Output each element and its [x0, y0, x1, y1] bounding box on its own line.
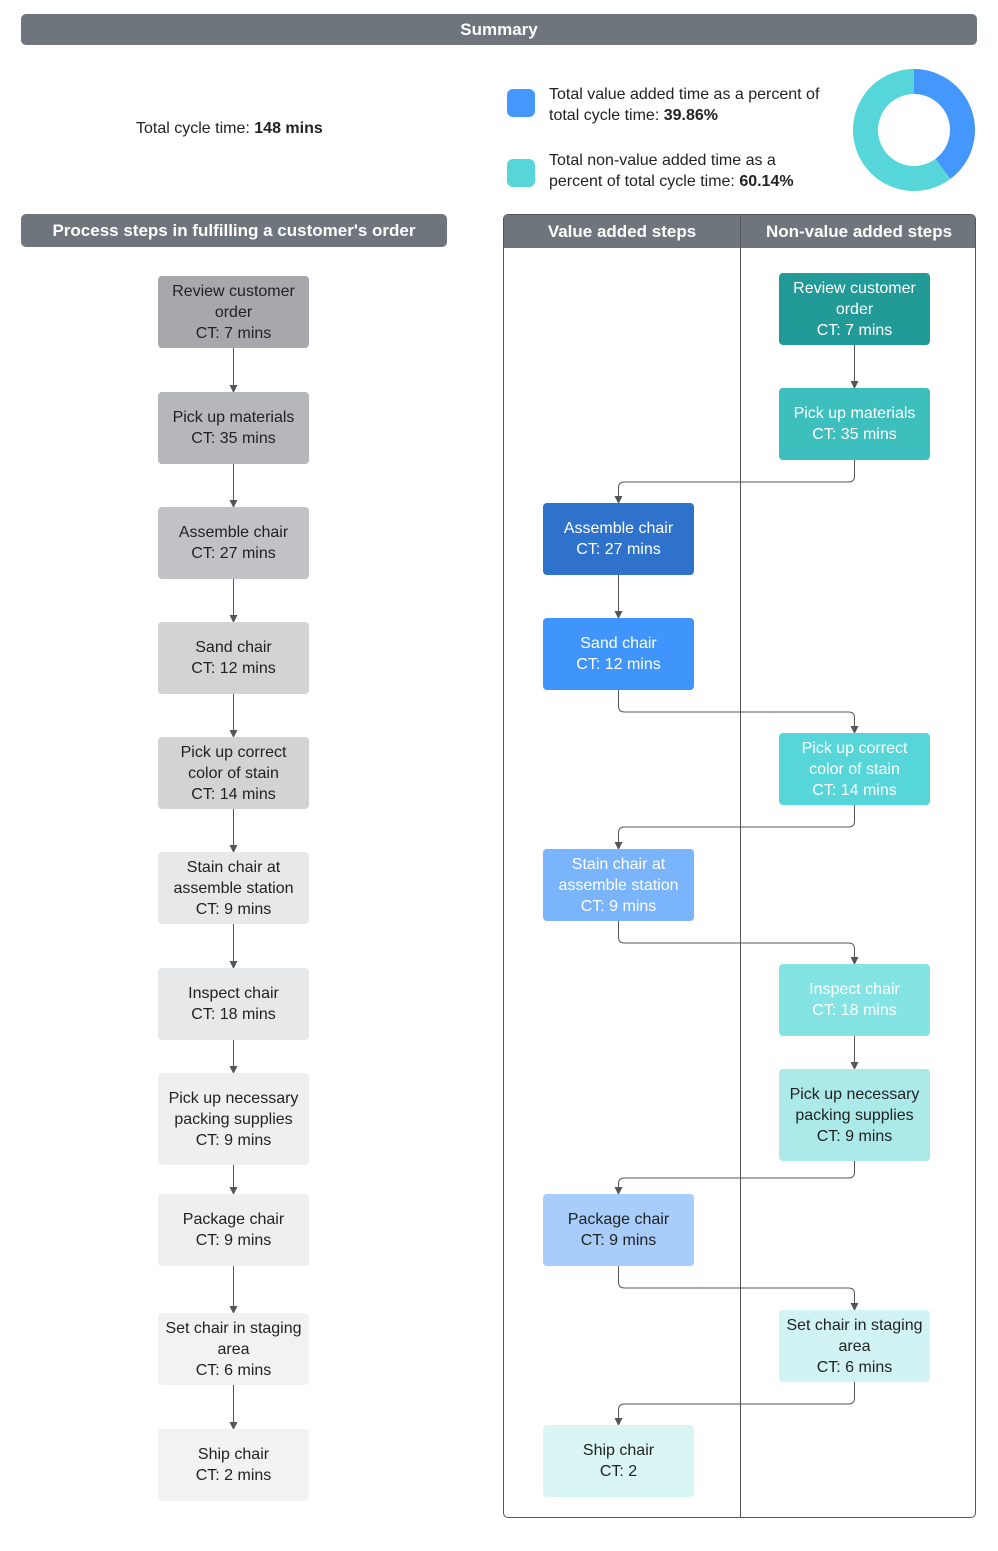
donut-chart: [853, 69, 975, 191]
swimlane-step-cycle-time: CT: 2: [599, 1463, 638, 1480]
process-step-name: Pick up correct color of stain: [180, 743, 287, 782]
total-cycle-value: 148 mins: [254, 120, 323, 137]
total-cycle-label: Total cycle time:: [136, 120, 250, 137]
swimlane-step-name: Assemble chair: [563, 520, 674, 537]
value-added-lane-title: Value added steps: [547, 221, 697, 241]
value-added-swatch: [507, 89, 535, 117]
swimlane-step-name: Stain chair at assemble station: [558, 855, 679, 894]
non-value-added-legend: Total non-value added time as a percent …: [549, 150, 829, 192]
process-step-cycle-time: CT: 18 mins: [191, 1006, 276, 1023]
process-step-cycle-time: CT: 6 mins: [195, 1361, 272, 1379]
swimlane-step-name: Sand chair: [580, 635, 657, 652]
swimlane-step-name: Pick up necessary packing supplies: [789, 1085, 920, 1124]
swimlane-step-cycle-time: CT: 6 mins: [816, 1358, 893, 1376]
swimlane-step-cycle-time: CT: 12 mins: [576, 656, 661, 673]
process-step-name: Review customer order: [172, 282, 295, 321]
summary-header: Summary: [21, 14, 977, 45]
process-steps-title: Process steps in fulfilling a customer's…: [52, 220, 416, 240]
non-value-added-percent: 60.14%: [739, 173, 794, 190]
value-added-lane-header: Value added steps: [504, 215, 740, 248]
swimlane-step-name: Set chair in staging area: [786, 1316, 923, 1355]
non-value-added-swatch: [507, 159, 535, 187]
process-step-cycle-time: CT: 7 mins: [195, 324, 272, 342]
process-step-cycle-time: CT: 12 mins: [191, 660, 276, 677]
process-step-cycle-time: CT: 2 mins: [195, 1467, 272, 1484]
process-step-cycle-time: CT: 9 mins: [195, 1232, 272, 1249]
swimlane-step-cycle-time: CT: 14 mins: [812, 781, 897, 799]
swimlane-connector: [618, 921, 859, 965]
process-step-name: Ship chair: [197, 1446, 270, 1463]
process-step-name: Package chair: [182, 1211, 285, 1228]
process-step-name: Inspect chair: [188, 985, 279, 1002]
swimlane-step-cycle-time: CT: 9 mins: [816, 1127, 893, 1145]
swimlane-step-cycle-time: CT: 7 mins: [816, 321, 893, 339]
process-step-name: Assemble chair: [178, 524, 289, 541]
swimlane-step-name: Review customer order: [793, 279, 916, 318]
swimlane-connector: [618, 1266, 859, 1311]
swimlane-connector: [614, 805, 855, 850]
value-added-legend: Total value added time as a percent of t…: [549, 84, 839, 126]
swimlane-step-cycle-time: CT: 27 mins: [576, 541, 661, 558]
swimlane-step-cycle-time: CT: 9 mins: [580, 1232, 657, 1249]
swimlane-container: Value added steps Non-value added steps: [503, 214, 976, 1518]
non-value-added-label: Total non-value added time as a percent …: [549, 152, 776, 190]
swimlane-step-name: Inspect chair: [809, 981, 900, 998]
non-value-added-lane-title: Non-value added steps: [765, 221, 953, 241]
process-step-name: Pick up necessary packing supplies: [168, 1089, 299, 1128]
process-step-name: Stain chair at assemble station: [173, 858, 294, 897]
swimlane-connector: [614, 1161, 855, 1195]
process-step-name: Sand chair: [195, 639, 272, 656]
swimlane-step-name: Ship chair: [582, 1442, 655, 1459]
swimlane-connector: [614, 460, 855, 504]
lane-divider: [740, 215, 741, 1517]
swimlane-connector: [618, 690, 859, 734]
process-steps-header: Process steps in fulfilling a customer's…: [21, 214, 447, 247]
process-step-cycle-time: CT: 35 mins: [191, 430, 276, 447]
process-step-cycle-time: CT: 27 mins: [191, 545, 276, 562]
process-step-cycle-time: CT: 9 mins: [195, 900, 272, 918]
swimlane-step-cycle-time: CT: 18 mins: [812, 1002, 897, 1019]
swimlane-step-cycle-time: CT: 9 mins: [580, 897, 657, 915]
summary-title: Summary: [460, 19, 538, 39]
swimlane-step-name: Pick up materials: [793, 405, 916, 422]
value-added-label: Total value added time as a percent of t…: [549, 86, 820, 124]
total-cycle-time: Total cycle time: 148 mins: [136, 118, 323, 139]
swimlane-step-cycle-time: CT: 35 mins: [812, 426, 897, 443]
donut-slice-non-value-added: [853, 69, 951, 191]
value-added-percent: 39.86%: [663, 107, 718, 124]
process-step-name: Pick up materials: [172, 409, 295, 426]
process-step-cycle-time: CT: 14 mins: [191, 785, 276, 803]
non-value-added-lane-header: Non-value added steps: [741, 215, 975, 248]
donut-slice-value-added: [914, 69, 975, 180]
swimlane-step-name: Pick up correct color of stain: [801, 739, 908, 778]
process-step-cycle-time: CT: 9 mins: [195, 1131, 272, 1149]
swimlane-step-name: Package chair: [567, 1211, 670, 1228]
swimlane-connector: [614, 1382, 855, 1426]
process-step-name: Set chair in staging area: [165, 1319, 302, 1358]
